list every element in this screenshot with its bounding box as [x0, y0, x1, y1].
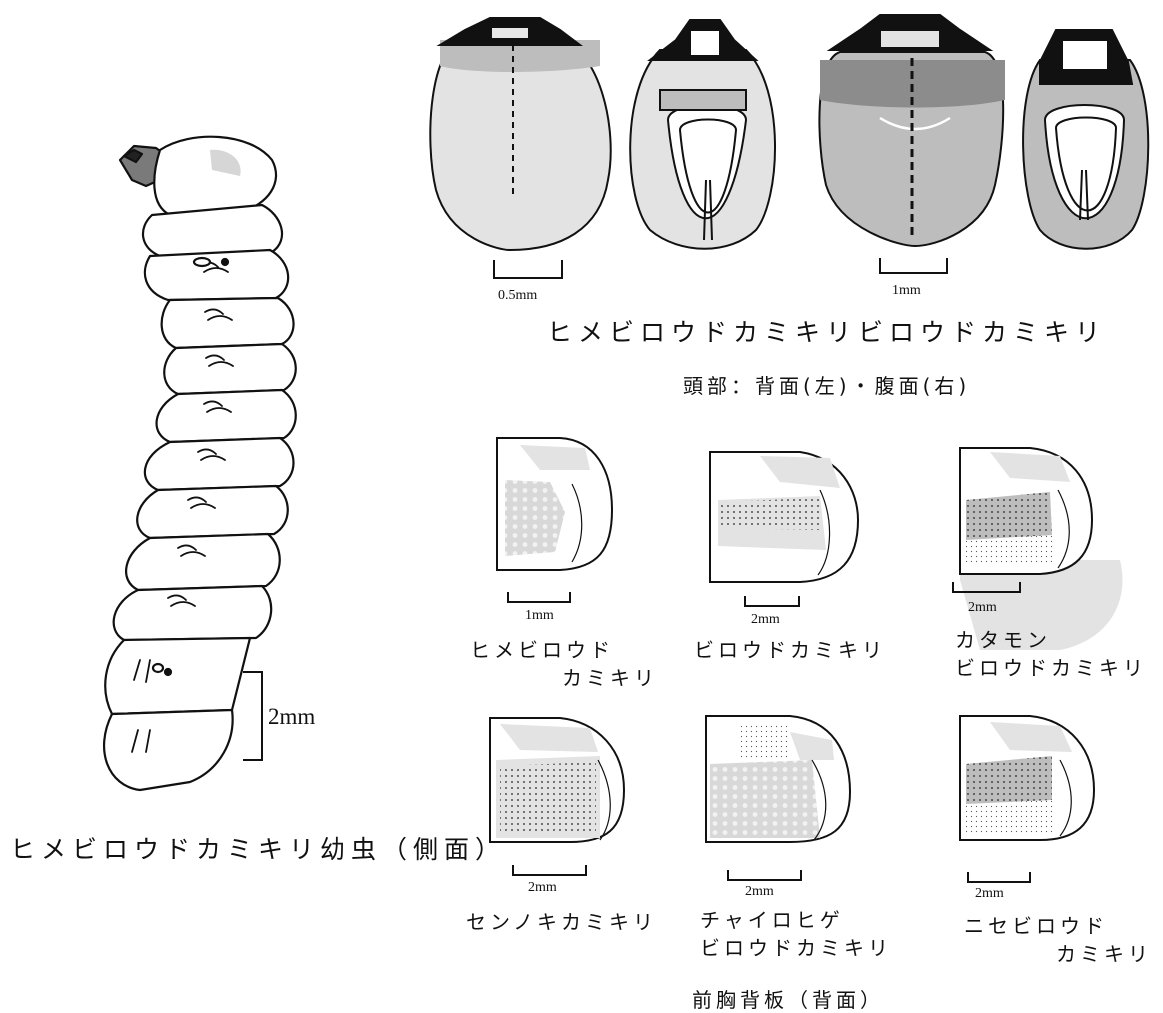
larva-drawing — [104, 137, 296, 790]
larva-abdomen-5 — [137, 486, 288, 538]
pronotum-chairo — [706, 716, 850, 842]
pronotum-hime-label-2: カミキリ — [562, 662, 658, 691]
head-hime-ventral — [630, 20, 775, 249]
head-birodo-scale-label: 1mm — [892, 283, 921, 299]
pronotum-katamon-scale: 2mm — [968, 600, 997, 616]
pronotum-nise-scale: 2mm — [975, 886, 1004, 902]
larva-caption: ヒメビロウドカミキリ幼虫（側面） — [10, 830, 506, 866]
pronotum-katamon-label-2: ビロウドカミキリ — [955, 652, 1147, 681]
pronotum-chairo-label-2: ビロウドカミキリ — [700, 932, 892, 961]
larva-thorax-3 — [145, 250, 288, 300]
head-hime-scale-bar — [494, 260, 562, 278]
pronotum-nise-label-2: カミキリ — [1056, 938, 1152, 967]
head-birodo-name: ビロウドカミキリ — [858, 313, 1106, 349]
head-birodo-scale-bar — [880, 258, 947, 273]
pronotum-birodo — [710, 452, 858, 582]
larva-abdomen-4 — [145, 438, 294, 490]
head-hime-dorsal — [430, 18, 610, 250]
larva-thorax-2 — [143, 205, 282, 256]
pronotum-katamon — [960, 448, 1123, 650]
larva-abdomen-6 — [126, 534, 280, 590]
larva-abdomen-1 — [162, 298, 294, 348]
larva-abdomen-7 — [114, 586, 272, 640]
pronotum-katamon-label-1: カタモン — [955, 624, 1051, 653]
pronotum-chairo-scale: 2mm — [745, 884, 774, 900]
larva-abdomen-3 — [157, 390, 296, 442]
pronotum-chairo-label-1: チャイロヒゲ — [700, 904, 844, 933]
larva-abdomen-2 — [164, 344, 296, 394]
pronotum-birodo-scale: 2mm — [751, 612, 780, 628]
head-hime-name: ヒメビロウドカミキリ — [547, 313, 857, 349]
pronotum-birodo-label-1: ビロウドカミキリ — [694, 634, 886, 663]
pronotum-hime-scale: 1mm — [525, 608, 554, 624]
pronotum-nise-label-1: ニセビロウド — [964, 910, 1108, 939]
head-hime-scale-label: 0.5mm — [498, 288, 537, 304]
larva-abdomen-8 — [105, 638, 250, 714]
larva-thorax-1 — [154, 137, 276, 215]
head-birodo-ventral — [1023, 30, 1148, 249]
pronotum-sennoki-scale: 2mm — [528, 880, 557, 896]
head-section-caption: 頭部：背面(左)・腹面(右) — [683, 370, 970, 399]
pronotum-sennoki — [490, 718, 624, 842]
pronotum-nise — [960, 716, 1094, 840]
larva-abdomen-tip — [104, 710, 233, 790]
pronotum-hime-label-1: ヒメビロウド — [470, 634, 614, 663]
larva-scale-label: 2mm — [268, 704, 315, 730]
pronotum-section-caption: 前胸背板（背面） — [692, 984, 884, 1013]
pronotum-sennoki-label-1: センノキカミキリ — [466, 906, 657, 935]
larva-scale-bar — [243, 672, 262, 760]
head-birodo-dorsal — [819, 15, 1005, 246]
pronotum-hime — [497, 438, 612, 570]
